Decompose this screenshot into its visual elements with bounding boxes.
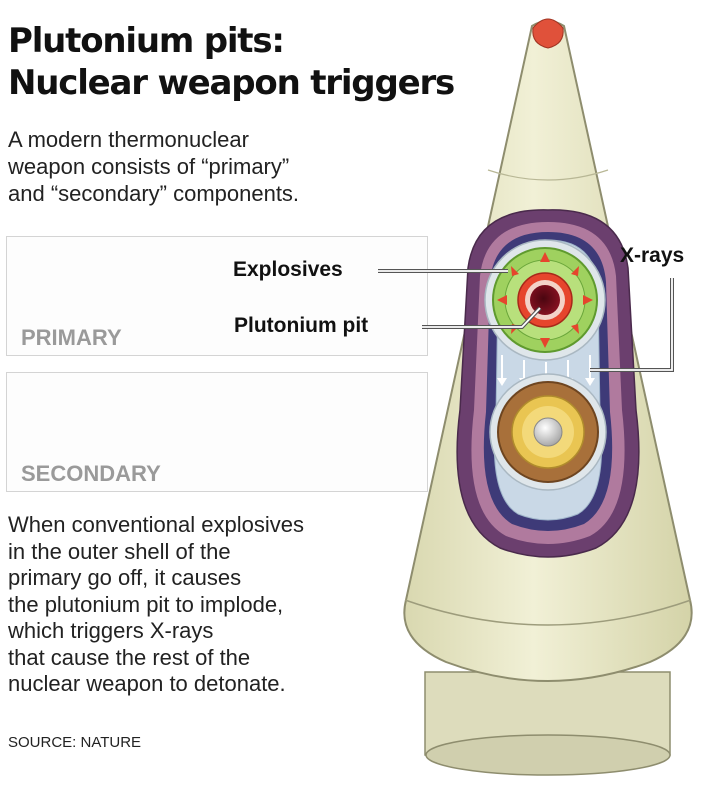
intro-line-2: weapon consists of “primary” <box>8 154 290 179</box>
explosives-label: Explosives <box>233 258 343 281</box>
body-line-2: in the outer shell of the <box>8 538 231 564</box>
secondary-sparkplug <box>533 417 563 447</box>
body-line-3: primary go off, it causes <box>8 565 242 590</box>
explanation-text: When conventional explosives in the oute… <box>8 512 304 698</box>
primary-label: PRIMARY <box>21 325 122 350</box>
secondary-section-box: SECONDARY <box>6 372 428 492</box>
intro-line-3: and “secondary” components. <box>8 181 300 206</box>
body-line-1: When conventional explosives <box>8 512 304 537</box>
xrays-label: X-rays <box>620 244 685 267</box>
source-credit: SOURCE: NATURE <box>8 734 142 751</box>
cone-ring-line <box>404 599 692 626</box>
secondary-assembly <box>489 373 607 491</box>
plutonium-pit-label: Plutonium pit <box>234 314 369 337</box>
title-line-1: Plutonium pits: <box>8 21 285 61</box>
page-title: Plutonium pits: Nuclear weapon triggers <box>8 20 455 104</box>
body-line-4: the plutonium pit to implode, <box>8 591 284 617</box>
intro-line-1: A modern thermonuclear <box>8 127 249 152</box>
body-line-7: nuclear weapon to detonate. <box>8 671 286 696</box>
title-line-2: Nuclear weapon triggers <box>8 63 455 103</box>
warhead-tip <box>532 18 564 49</box>
warhead-base-rim <box>425 734 671 776</box>
secondary-label: SECONDARY <box>21 461 161 486</box>
primary-assembly <box>484 239 606 361</box>
leader-lines-inner <box>378 270 673 371</box>
cone-upper-band <box>487 169 609 181</box>
plutonium-pit-core <box>530 285 560 315</box>
intro-text: A modern thermonuclear weapon consists o… <box>8 126 299 207</box>
body-line-6: that cause the rest of the <box>8 644 251 670</box>
primary-section-box: PRIMARY <box>6 236 428 356</box>
body-line-5: which triggers X-rays <box>8 618 214 643</box>
